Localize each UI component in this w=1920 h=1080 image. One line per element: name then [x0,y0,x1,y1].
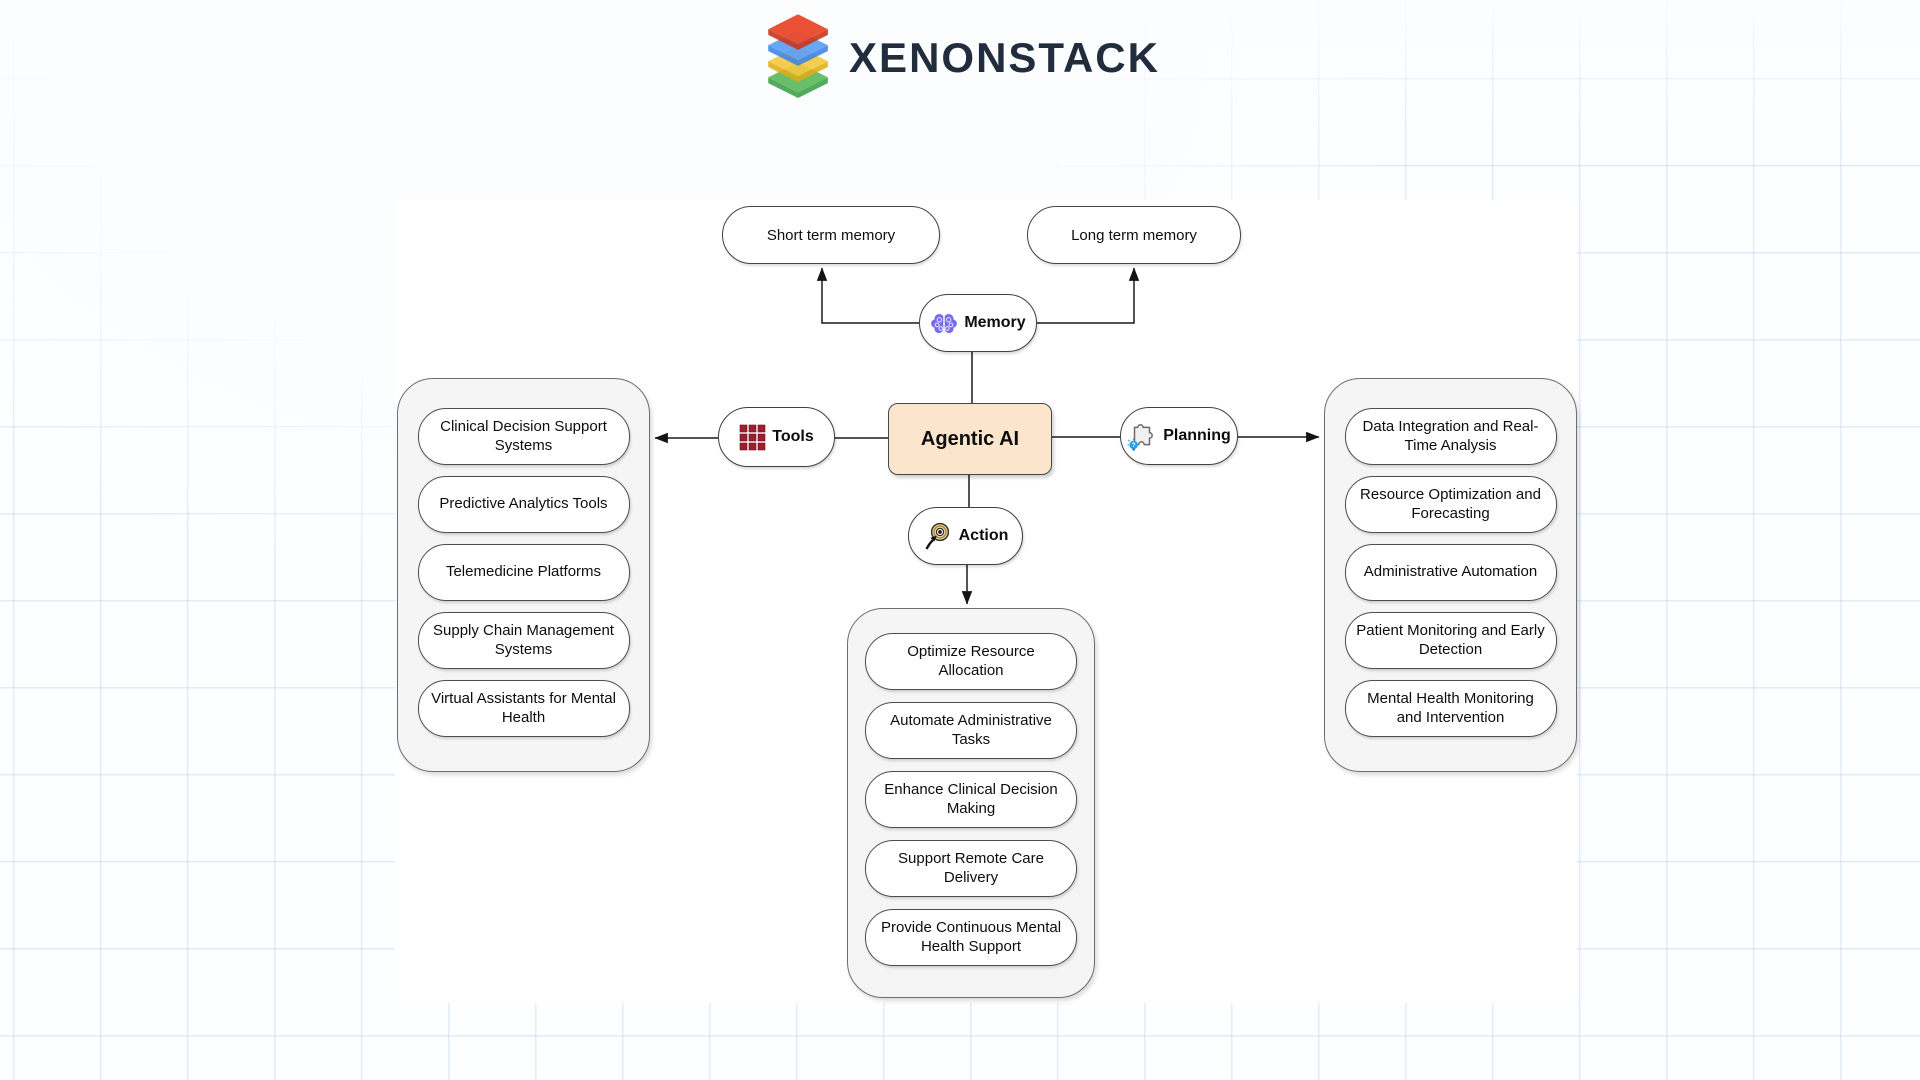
planning-item-label: Resource Optimization and Forecasting [1360,485,1541,522]
brand-logo: XENONSTACK [760,12,1160,103]
list-item: Predictive Analytics Tools [417,476,630,533]
list-item: Enhance Clinical Decision Making [865,771,1077,828]
memory-node: Memory [919,294,1037,352]
planning-node: ? Planning [1120,407,1238,465]
list-item: Clinical Decision Support Systems [417,408,630,465]
target-cursor-icon [923,521,953,551]
action-item-label: Support Remote Care Delivery [898,849,1044,886]
agentic-ai-node: Agentic AI [888,403,1052,475]
planning-item-label: Patient Monitoring and Early Detection [1356,621,1545,658]
action-item-label: Provide Continuous Mental Health Support [880,918,1062,955]
grid-icon [739,424,766,451]
tools-item-label: Telemedicine Platforms [445,563,602,581]
list-item: Support Remote Care Delivery [865,840,1077,897]
planning-item-label: Administrative Automation [1363,563,1538,581]
planning-label: Planning [1163,427,1231,444]
action-item-label: Optimize Resource Allocation [907,642,1035,679]
tools-item-label: Clinical Decision Support Systems [440,417,607,454]
action-item-label: Automate Administrative Tasks [890,711,1052,748]
list-item: Resource Optimization and Forecasting [1344,476,1557,533]
planning-group-container: Data Integration and Real-Time Analysis … [1324,378,1577,772]
action-item-label: Enhance Clinical Decision Making [884,780,1058,817]
list-item: Provide Continuous Mental Health Support [865,909,1077,966]
list-item: Data Integration and Real-Time Analysis [1344,408,1557,465]
brand-name: XENONSTACK [849,33,1160,81]
tools-node: Tools [718,407,835,467]
long-term-memory-node: Long term memory [1027,206,1241,264]
list-item: Administrative Automation [1344,544,1557,601]
svg-text:?: ? [1132,443,1136,449]
agentic-ai-label: Agentic AI [920,427,1020,450]
list-item: Mental Health Monitoring and Interventio… [1344,680,1557,737]
action-label: Action [958,527,1009,544]
action-group-container: Optimize Resource Allocation Automate Ad… [847,608,1095,998]
tools-item-label: Predictive Analytics Tools [439,495,608,513]
brain-icon [930,311,958,336]
stacked-layers-logo-icon [760,12,836,103]
edge-memory-short-term [816,267,919,324]
tools-label: Tools [772,428,814,445]
short-term-memory-label: Short term memory [766,226,896,244]
tools-group-container: Clinical Decision Support Systems Predic… [397,378,650,772]
planning-item-label: Mental Health Monitoring and Interventio… [1367,689,1534,726]
short-term-memory-node: Short term memory [722,206,940,264]
tools-item-label: Virtual Assistants for Mental Health [431,689,616,726]
diagram-canvas: Short term memory Long term memory [395,200,1577,1003]
planning-item-label: Data Integration and Real-Time Analysis [1362,417,1539,454]
list-item: Patient Monitoring and Early Detection [1344,612,1557,669]
list-item: Virtual Assistants for Mental Health [417,680,630,737]
edge-memory-long-term [1037,267,1140,324]
long-term-memory-label: Long term memory [1071,226,1197,244]
list-item: Optimize Resource Allocation [865,633,1077,690]
list-item: Automate Administrative Tasks [865,702,1077,759]
list-item: Telemedicine Platforms [417,544,630,601]
action-node: Action [908,507,1023,565]
connector-lines [654,267,1320,605]
tools-item-label: Supply Chain Management Systems [433,621,614,658]
puzzle-icon: ? [1127,421,1157,451]
bulb-icon: ? [1127,438,1139,451]
memory-label: Memory [964,314,1026,331]
list-item: Supply Chain Management Systems [417,612,630,669]
